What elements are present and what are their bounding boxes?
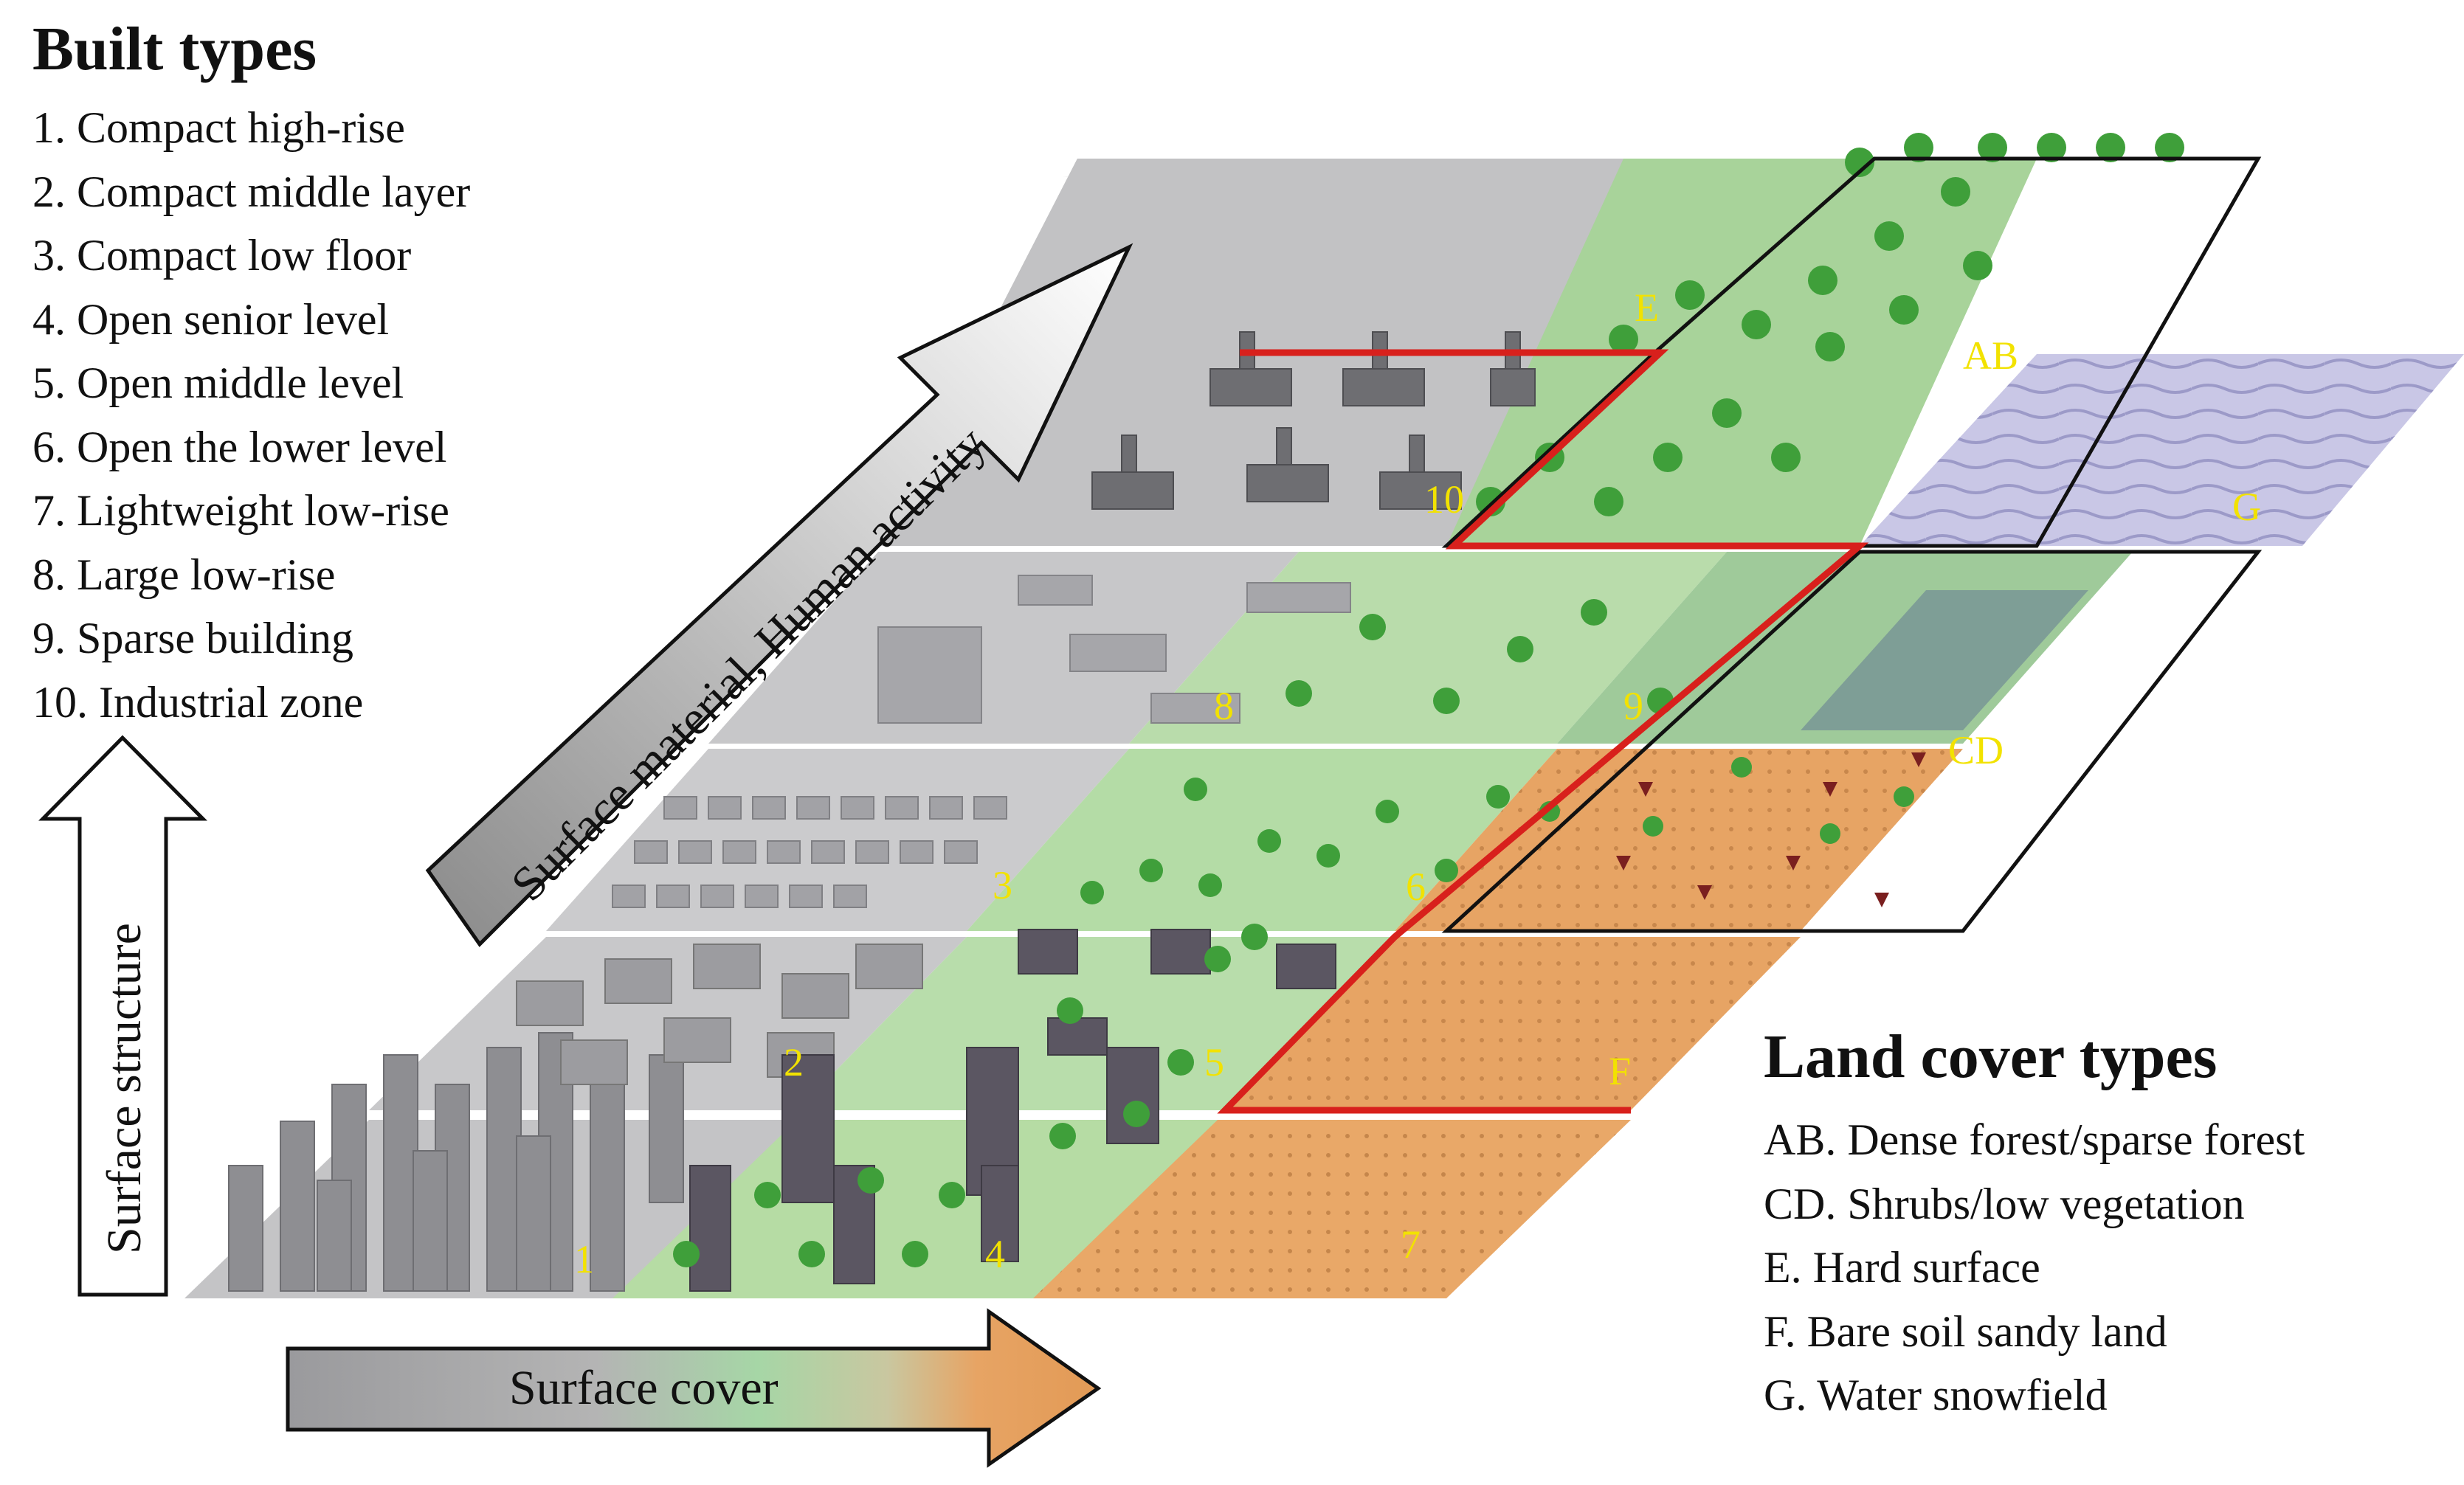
- built-type-item: 6. Open the lower level: [32, 422, 447, 471]
- built-type-item: 1. Compact high-rise: [32, 103, 405, 152]
- label-E: E: [1635, 285, 1659, 330]
- tile-dense-forest: [1446, 159, 2037, 546]
- built-type-item: 3. Compact low floor: [32, 231, 412, 280]
- built-type-item: 5. Open middle level: [32, 359, 404, 407]
- label-1: 1: [574, 1237, 594, 1281]
- label-4: 4: [985, 1232, 1005, 1276]
- red-boundary-line: [1217, 349, 1869, 1114]
- vertical-arrow-label: Surface structure: [97, 923, 151, 1254]
- mid-rise-buildings: [516, 944, 923, 1085]
- built-type-item: 10. Industrial zone: [32, 677, 364, 727]
- land-cover-list: AB. Dense forest/sparse forest CD. Shrub…: [1764, 1108, 2305, 1427]
- label-3: 3: [993, 863, 1012, 907]
- built-type-item: 7. Lightweight low-rise: [32, 486, 449, 535]
- tile-bare-soil-dots: [1225, 937, 1801, 1110]
- label-9: 9: [1623, 684, 1643, 728]
- built-type-item: 2. Compact middle layer: [32, 167, 471, 216]
- shrub-arrows: [1616, 752, 1926, 907]
- label-2: 2: [784, 1040, 804, 1084]
- tile-open-senior: [612, 1120, 1225, 1298]
- label-G: G: [2232, 485, 2261, 529]
- high-rise-buildings: [228, 1032, 684, 1292]
- land-cover-item: F. Bare soil sandy land: [1764, 1306, 2167, 1356]
- label-F: F: [1609, 1049, 1631, 1093]
- label-CD: CD: [1948, 728, 2004, 772]
- built-types-list: 1. Compact high-rise 2. Compact middle l…: [32, 96, 470, 734]
- built-type-item: 9. Sparse building: [32, 614, 353, 662]
- built-type-item: 8. Large low-rise: [32, 550, 336, 599]
- horizontal-arrow: Surface cover: [286, 1308, 1102, 1468]
- tile-shrubs-dark: [1801, 590, 2088, 730]
- horizontal-arrow-label: Surface cover: [509, 1361, 779, 1415]
- land-cover-title: Land cover types: [1764, 1022, 2218, 1091]
- tile-lightweight-dots: [1033, 1120, 1631, 1298]
- vertical-arrow: Surface structure: [38, 735, 207, 1297]
- tile-water-waves: [1860, 354, 2464, 546]
- land-cover-item: AB. Dense forest/sparse forest: [1764, 1115, 2305, 1164]
- built-type-item: 4. Open senior level: [32, 294, 390, 344]
- label-6: 6: [1406, 865, 1426, 909]
- label-5: 5: [1204, 1040, 1224, 1084]
- label-AB: AB: [1963, 333, 2018, 378]
- land-cover-item: CD. Shrubs/low vegetation: [1764, 1179, 2245, 1228]
- tile-shrubs-soil-dots: [1395, 749, 1963, 931]
- tile-compact-low: [546, 749, 1129, 931]
- low-rise-buildings: [612, 796, 1007, 908]
- large-low-rise-buildings: [877, 575, 1351, 724]
- built-types-title: Built types: [32, 15, 317, 83]
- trees-group: [673, 133, 2184, 1267]
- label-7: 7: [1401, 1222, 1421, 1267]
- land-cover-item: E. Hard surface: [1764, 1243, 2040, 1292]
- label-8: 8: [1214, 684, 1234, 728]
- label-10: 10: [1424, 477, 1464, 522]
- land-cover-item: G. Water snowfield: [1764, 1371, 2108, 1419]
